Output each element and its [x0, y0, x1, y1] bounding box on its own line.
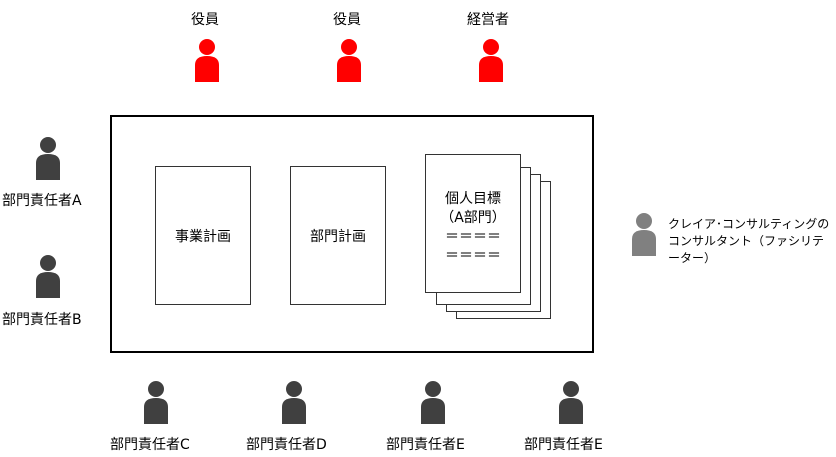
individual-goals-document: 個人目標 （A部門） ＝＝＝＝ ＝＝＝＝ [425, 154, 521, 293]
consultant-person-icon [631, 212, 657, 256]
dept-head-b-label: 部門責任者B [2, 312, 82, 328]
goals-line-placeholder-2: ＝＝＝＝ [445, 248, 501, 264]
dept-head-e-person-icon [420, 380, 446, 424]
consultant-label-line1: クレイア･コンサルティングの [668, 217, 830, 231]
consultant-label-line3: ーター） [668, 251, 717, 265]
business-plan-document: 事業計画 [155, 166, 251, 305]
dept-head-e2-label: 部門責任者E [524, 437, 603, 453]
owner-person-icon [478, 38, 504, 82]
dept-plan-label: 部門計画 [310, 229, 366, 245]
dept-head-b-person-icon [35, 254, 61, 298]
dept-head-d-person-icon [281, 380, 307, 424]
dept-head-e-label: 部門責任者E [386, 437, 465, 453]
goals-dept: （A部門） [440, 210, 506, 226]
dept-head-c-label: 部門責任者C [110, 437, 190, 453]
business-plan-label: 事業計画 [175, 229, 231, 245]
goals-line-placeholder-1: ＝＝＝＝ [445, 229, 501, 245]
dept-head-e2-person-icon [558, 380, 584, 424]
dept-head-d-label: 部門責任者D [246, 437, 327, 453]
goals-title: 個人目標 [445, 191, 501, 207]
executive-person-icon [336, 38, 362, 82]
dept-plan-document: 部門計画 [290, 166, 386, 305]
dept-head-c-person-icon [143, 380, 169, 424]
dept-head-a-person-icon [35, 136, 61, 180]
executive-label-1: 役員 [191, 12, 219, 28]
executive-label-2: 役員 [333, 12, 361, 28]
executive-person-icon [194, 38, 220, 82]
consultant-label-line2: コンサルタント（ファシリテ [668, 234, 825, 248]
dept-head-a-label: 部門責任者A [2, 193, 82, 209]
planning-board [110, 115, 594, 353]
owner-label: 経営者 [467, 12, 509, 28]
